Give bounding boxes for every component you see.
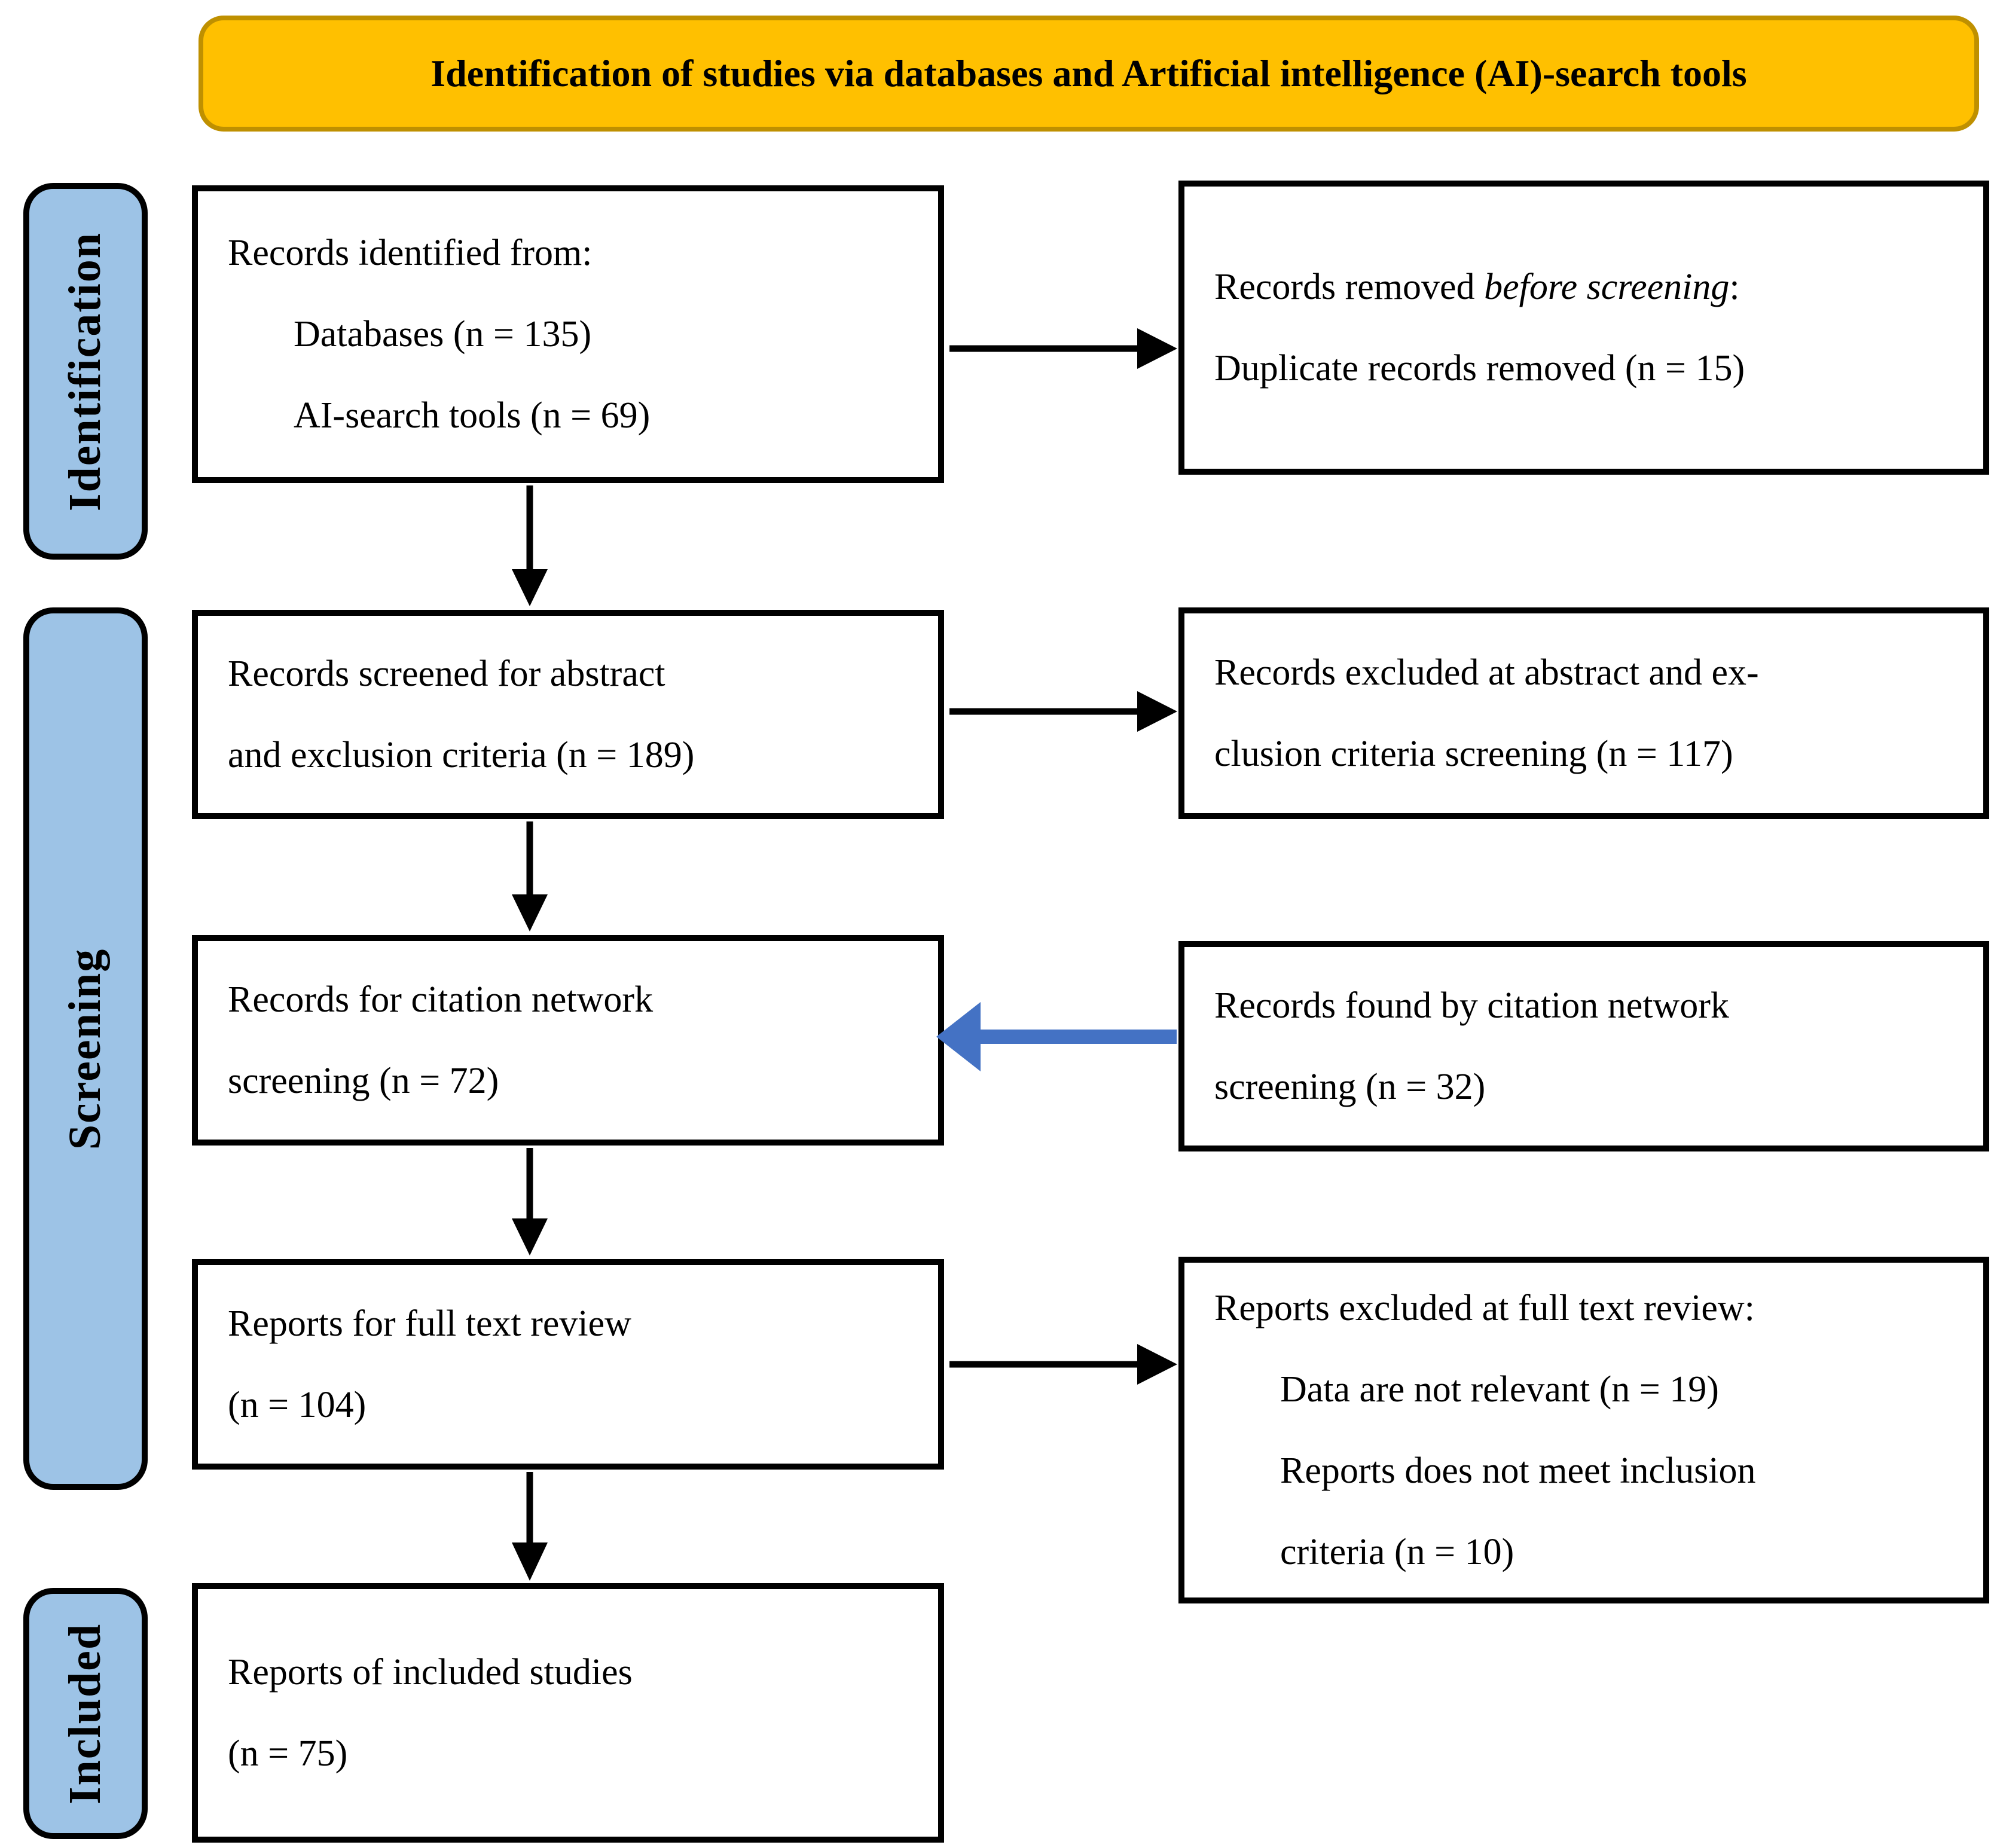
arrow-down-icon	[512, 1148, 548, 1256]
stage-label-screening-text: Screening	[60, 948, 111, 1150]
arrow-left-blue-icon	[936, 1002, 1177, 1071]
box-line: Reports excluded at full text review:	[1214, 1288, 1755, 1328]
box-line: Records identified from:	[228, 233, 593, 273]
full-text-review-box: Reports for full text review (n = 104)	[192, 1259, 944, 1470]
arrow-right-icon	[949, 328, 1177, 369]
reports-excluded-fulltext-box: Reports excluded at full text review: Da…	[1178, 1257, 1989, 1603]
stage-label-identification: Identification	[23, 183, 148, 560]
box-line: Databases (n = 135)	[294, 314, 592, 355]
title-banner: Identification of studies via databases …	[199, 16, 1979, 132]
title-banner-text: Identification of studies via databases …	[430, 52, 1747, 94]
box-line-italic-text: before screening	[1484, 267, 1730, 307]
box-line: Reports of included studies	[228, 1652, 633, 1693]
included-studies-box: Reports of included studies (n = 75)	[192, 1583, 944, 1843]
box-line: Records excluded at abstract and ex-	[1214, 652, 1759, 693]
arrow-right-icon	[949, 691, 1177, 732]
box-line: Reports for full text review	[228, 1303, 631, 1344]
box-line: Records removed before screening:	[1214, 246, 1971, 328]
box-line: (n = 75)	[228, 1733, 348, 1774]
records-excluded-abstract-box: Records excluded at abstract and ex- clu…	[1178, 607, 1989, 819]
box-line: Duplicate records removed (n = 15)	[1214, 348, 1745, 389]
records-removed-box: Records removed before screening: Duplic…	[1178, 181, 1989, 475]
box-line: Records found by citation network	[1214, 985, 1729, 1026]
arrow-down-icon	[512, 485, 548, 606]
records-screened-box: Records screened for abstract and exclus…	[192, 610, 944, 819]
arrow-down-icon	[512, 821, 548, 931]
box-line: and exclusion criteria (n = 189)	[228, 735, 695, 775]
box-line-text: Records removed	[1214, 267, 1485, 307]
box-line-text: :	[1729, 267, 1740, 307]
records-found-citation-box: Records found by citation network screen…	[1178, 941, 1989, 1151]
box-line: Reports does not meet inclusion	[1280, 1450, 1756, 1491]
stage-label-identification-text: Identification	[60, 231, 111, 511]
stage-label-included: Included	[23, 1588, 148, 1839]
box-line: criteria (n = 10)	[1280, 1532, 1514, 1572]
box-line: Data are not relevant (n = 19)	[1280, 1369, 1719, 1410]
box-line: screening (n = 72)	[228, 1061, 499, 1101]
stage-label-included-text: Included	[60, 1623, 111, 1804]
records-identified-box: Records identified from: Databases (n = …	[192, 185, 944, 483]
box-line: clusion criteria screening (n = 117)	[1214, 734, 1733, 774]
box-line: (n = 104)	[228, 1385, 367, 1425]
citation-network-screening-box: Records for citation network screening (…	[192, 935, 944, 1146]
box-line: AI-search tools (n = 69)	[294, 395, 651, 436]
box-line: Records for citation network	[228, 979, 654, 1020]
arrow-down-icon	[512, 1472, 548, 1581]
box-line: screening (n = 32)	[1214, 1067, 1486, 1107]
box-line: Records screened for abstract	[228, 653, 665, 694]
stage-label-screening: Screening	[23, 607, 148, 1490]
arrow-right-icon	[949, 1344, 1177, 1385]
